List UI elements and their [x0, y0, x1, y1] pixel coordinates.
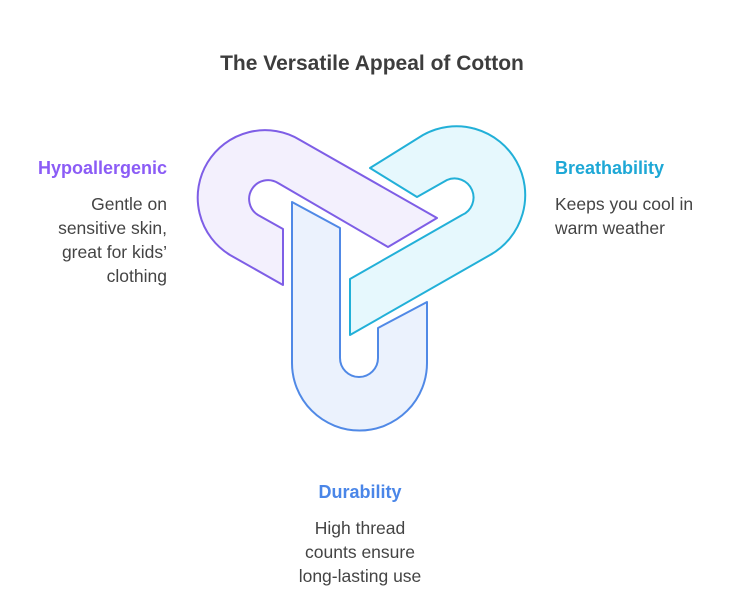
hypoallergenic-heading: Hypoallergenic [37, 158, 167, 178]
durability-heading: Durability [318, 482, 402, 502]
hypoallergenic-block: Hypoallergenic Gentle on sensitive skin,… [38, 156, 167, 288]
durability-block: Durability High thread counts ensure lon… [240, 480, 480, 588]
breathability-block: Breathability Keeps you cool in warm wea… [555, 156, 693, 240]
breathability-line: Keeps you cool in [555, 194, 694, 214]
durability-link-shape [291, 201, 428, 432]
diagram-title: The Versatile Appeal of Cotton [220, 52, 524, 75]
hypoallergenic-line: sensitive skin, [58, 218, 167, 238]
breathability-heading: Breathability [555, 158, 665, 178]
durability-line: counts ensure [305, 542, 415, 562]
hypoallergenic-line: Gentle on [91, 194, 167, 214]
hypoallergenic-link-shape [196, 129, 438, 286]
breathability-line: warm weather [555, 218, 665, 238]
durability-line: High thread [314, 518, 406, 538]
hypoallergenic-line: great for kids’ [61, 242, 167, 262]
hypoallergenic-line: clothing [106, 266, 167, 286]
breathability-link-shape [349, 125, 527, 336]
durability-line: long-lasting use [298, 566, 422, 586]
